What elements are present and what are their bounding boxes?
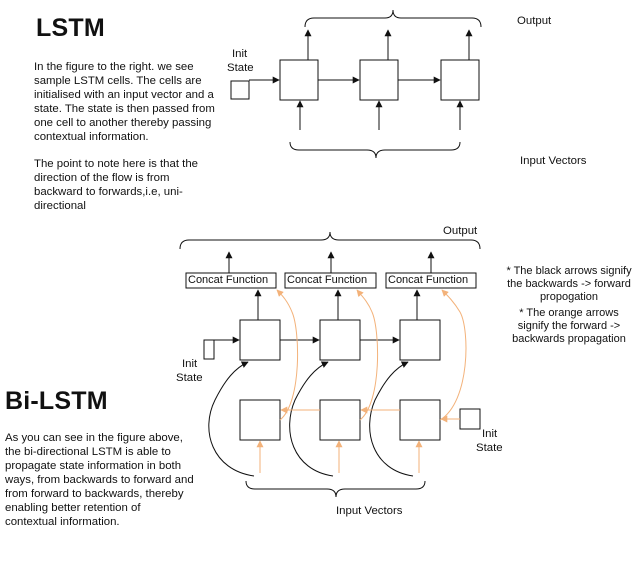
concat-label-3: Concat Function	[388, 274, 469, 286]
bilstm-init-left-box	[203, 339, 215, 360]
bilstm-backward-cell-2	[319, 399, 361, 441]
bilstm-init-right-box	[459, 408, 481, 430]
lstm-input-brace	[289, 141, 461, 159]
bilstm-init-right-1: Init	[482, 428, 498, 440]
bilstm-description: As you can see in the figure above, the …	[5, 432, 194, 528]
bilstm-title: Bi-LSTM	[5, 387, 108, 415]
lstm-cell-2	[359, 59, 399, 101]
lstm-note: The point to note here is that the direc…	[34, 158, 199, 212]
concat-label-1: Concat Function	[188, 274, 269, 286]
bilstm-forward-cell-2	[319, 319, 361, 361]
lstm-cell-3	[440, 59, 480, 101]
bilstm-input-brace	[245, 480, 426, 498]
lstm-title: LSTM	[36, 14, 105, 42]
bilstm-diagram	[179, 231, 481, 498]
bilstm-init-left-1: Init	[182, 358, 198, 370]
lstm-diagram	[230, 9, 482, 159]
lstm-description: In the figure to the right. we see sampl…	[34, 61, 215, 143]
legend-orange-arrows: * The orange arrows signify the forward …	[512, 307, 626, 345]
lstm-init-state-box	[230, 80, 250, 100]
lstm-output-label: Output	[517, 15, 552, 27]
bilstm-backward-cell-1	[239, 399, 281, 441]
bilstm-init-right-2: State	[476, 442, 503, 454]
lstm-init-label-2: State	[227, 62, 254, 74]
bilstm-output-brace	[179, 231, 481, 250]
bilstm-orange-arrows	[256, 289, 467, 473]
lstm-output-brace	[304, 9, 482, 28]
bilstm-output-label: Output	[443, 225, 478, 237]
concat-box-1	[185, 272, 277, 289]
lstm-cell-1	[279, 59, 319, 101]
concat-label-2: Concat Function	[287, 274, 368, 286]
bilstm-forward-cell-1	[239, 319, 281, 361]
legend-black-arrows: * The black arrows signify the backwards…	[506, 265, 632, 303]
bilstm-input-label: Input Vectors	[336, 505, 403, 517]
bilstm-forward-cell-3	[399, 319, 441, 361]
lstm-init-label-1: Init	[232, 48, 248, 60]
concat-box-2	[284, 272, 377, 289]
lstm-input-label: Input Vectors	[520, 155, 587, 167]
concat-box-3	[385, 272, 477, 289]
bilstm-init-left-2: State	[176, 372, 203, 384]
bilstm-backward-cell-3	[399, 399, 441, 441]
